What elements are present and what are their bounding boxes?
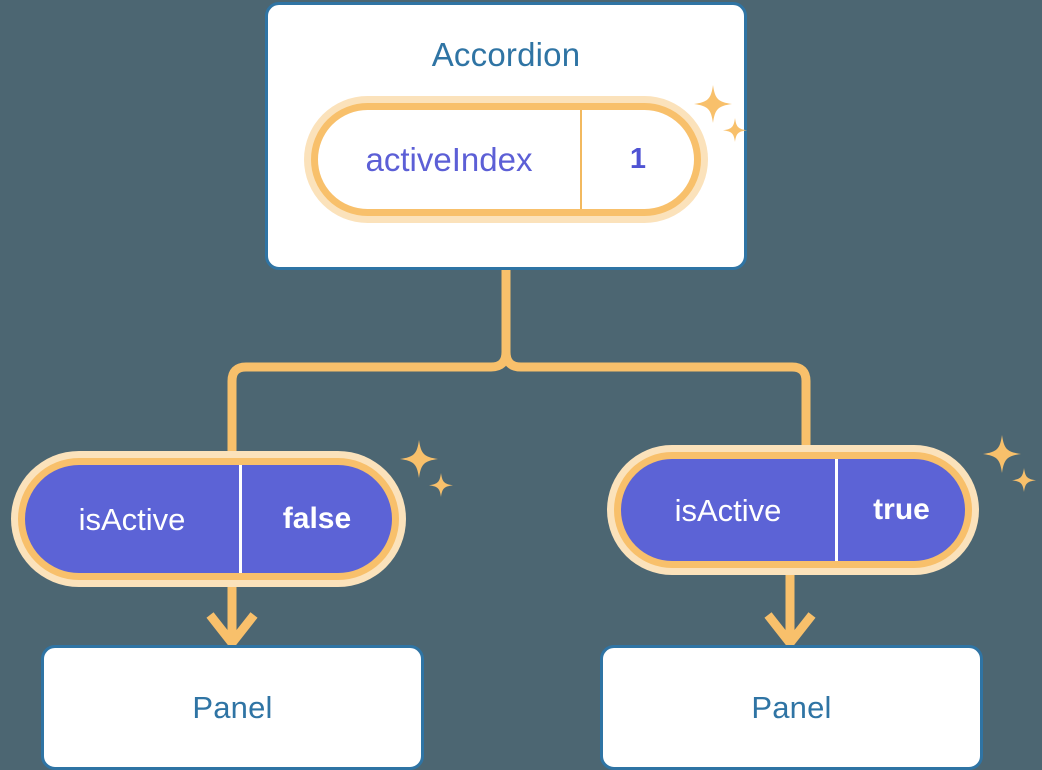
component-title: Panel xyxy=(192,690,273,725)
state-key-label: isActive xyxy=(621,459,838,561)
state-value-label: 1 xyxy=(629,143,647,175)
sparkle-large-icon xyxy=(400,440,438,478)
sparkle-small-icon xyxy=(429,473,453,497)
component-card-panel-left[interactable]: Panel xyxy=(41,645,424,770)
component-title: Panel xyxy=(751,690,832,725)
state-pill-is-active-false[interactable]: isActive false xyxy=(18,458,399,580)
sparkle-decoration-left xyxy=(400,440,453,497)
state-value-label: false xyxy=(282,502,352,535)
arrow-left xyxy=(206,578,258,651)
state-key-label: isActive xyxy=(25,465,242,573)
state-key-label: activeIndex xyxy=(318,110,582,209)
tree-connector-path xyxy=(227,265,811,467)
component-title: Accordion xyxy=(431,36,581,73)
state-value-label: true xyxy=(873,493,930,526)
sparkle-small-icon xyxy=(1012,468,1036,492)
sparkle-large-icon xyxy=(983,435,1021,473)
sparkle-decoration-right xyxy=(983,435,1036,492)
state-pill-is-active-true[interactable]: isActive true xyxy=(614,452,972,568)
component-card-panel-right[interactable]: Panel xyxy=(600,645,983,770)
state-pill-active-index[interactable]: activeIndex 1 xyxy=(311,103,701,216)
arrow-right xyxy=(764,572,816,651)
